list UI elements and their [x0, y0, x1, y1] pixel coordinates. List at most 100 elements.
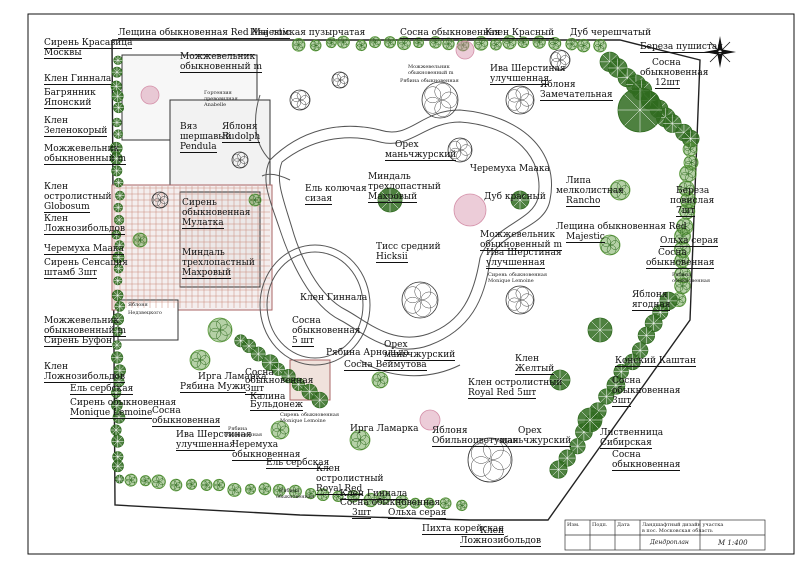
plant-label-klen-ostrolist-royal-a: Клен остролистный	[468, 378, 563, 388]
plant-label-orekh-center-b: маньчжурский	[384, 350, 456, 361]
conifer-symbol	[114, 240, 125, 251]
deciduous-tree-symbol	[200, 479, 213, 491]
plant-label-orekh-center-a: Орех	[384, 340, 408, 350]
conifer-symbol	[110, 424, 122, 436]
deciduous-tree-symbol	[447, 137, 473, 163]
conifer-symbol	[311, 391, 329, 409]
project-line-2: в пос. Московская область	[642, 528, 713, 534]
plant-label-vyaz-b: шершавый	[180, 132, 232, 142]
deciduous-tree-symbol	[336, 35, 350, 49]
deciduous-tree-symbol	[396, 36, 411, 51]
plant-label-orekh-top-a: Орех	[395, 140, 419, 150]
plant-label-klen-zelenokory-b: Зеленокорый	[44, 126, 108, 137]
plant-label-klen-ginnala-left: Клен Гиннала	[44, 74, 112, 85]
conifer-symbol	[113, 102, 125, 114]
plant-label-yablonya-rudolph-a: Яблоня	[222, 122, 258, 132]
deciduous-tree-symbol	[248, 193, 262, 207]
conifer-symbol	[587, 317, 613, 343]
conifer-symbol	[110, 351, 124, 364]
plant-label-small-yablonya-nedz-b: Недзвецкого	[128, 310, 162, 316]
conifer-symbol	[113, 129, 123, 139]
deciduous-tree-symbol	[288, 484, 302, 498]
deciduous-tree-symbol	[421, 81, 459, 119]
deciduous-tree-symbol	[305, 488, 317, 500]
deciduous-tree-symbol	[212, 478, 226, 492]
title-row-label-3: Дата	[617, 522, 630, 528]
conifer-symbol	[113, 263, 124, 274]
conifer-symbol	[111, 313, 125, 326]
deciduous-tree-symbol	[593, 38, 607, 53]
plant-label-leshchina-red-right-a: Лещина обыкновенная Red	[556, 222, 687, 232]
conifer-symbol	[111, 90, 124, 103]
deciduous-tree-symbol	[376, 490, 391, 505]
plant-label-klen-zhelty-b: Желтый	[515, 364, 555, 375]
plant-label-mindal-top-a: Миндаль	[368, 172, 411, 182]
deciduous-tree-symbol	[185, 478, 198, 490]
plant-label-iva-lomkaya: Ива ломкая пузырчатая	[250, 28, 366, 38]
conifer-symbol	[377, 187, 403, 213]
plant-label-konsky-kashtan: Конский Каштан	[615, 356, 696, 367]
deciduous-tree-symbol	[289, 89, 311, 111]
conifer-symbol	[113, 202, 123, 213]
deciduous-tree-symbol	[409, 497, 421, 509]
deciduous-tree-symbol	[673, 241, 691, 259]
title-row-label-2: Подп.	[592, 522, 608, 528]
plant-label-listvennitsa-b: Сибирская	[600, 438, 652, 449]
plant-label-el-kolyuchaya-a: Ель колючая	[305, 184, 367, 194]
plant-label-klen-lozhnozib-low-b: Ложнозибольдов	[44, 372, 126, 383]
plant-label-sosna-3sht-right-c: 3шт	[612, 396, 632, 407]
conifer-symbol	[111, 460, 124, 473]
plant-label-irga-lamarka-top: Ирга Ламарка	[198, 372, 267, 382]
plant-label-sosna-right-low-a: Сосна	[612, 450, 641, 460]
plant-label-yablonya-obil-b: Обильноцветущая	[432, 436, 519, 447]
plant-label-klen-krasny: Клен Красный	[485, 28, 555, 39]
flowering-shrub-symbol	[455, 40, 475, 60]
plant-label-ryabina-arnoldа: Рябина Арнольда	[326, 348, 409, 358]
conifer-symbol	[111, 289, 124, 302]
plant-label-bereza-povislaya-c: 7шт	[676, 206, 696, 217]
flowering-shrub-symbol	[453, 193, 487, 227]
plant-label-small-ryabina-right-b: обыкновенная	[672, 278, 711, 284]
conifer-symbol	[241, 338, 257, 354]
deciduous-tree-symbol	[227, 482, 242, 497]
deciduous-tree-symbol	[207, 317, 233, 343]
deciduous-tree-symbol	[169, 478, 183, 492]
title-block	[564, 519, 766, 551]
conifer-symbol	[111, 434, 125, 448]
plant-label-mindal-left-c: Махровый	[182, 268, 232, 279]
plant-label-listvennitsa-a: Лиственница	[600, 428, 664, 438]
plant-label-sosna-3sht-right-b: обыкновенная	[612, 386, 681, 396]
deciduous-tree-symbol	[132, 232, 148, 248]
plant-label-mozhzh-center-a: Можжевельник	[480, 230, 556, 240]
conifer-symbol	[113, 364, 126, 377]
deciduous-tree-symbol	[429, 36, 442, 49]
plant-label-mozhzh-leftlow-b: обыкновенный m	[44, 326, 126, 337]
garden-paths	[255, 94, 552, 377]
plant-label-sosna-obyk-low-a: Сосна	[152, 406, 181, 416]
plant-label-moskvy: Москвы	[44, 48, 82, 59]
deciduous-tree-symbol	[505, 85, 535, 115]
plant-label-yablonya-obil-a: Яблоня	[432, 426, 468, 436]
plant-label-siren-lemoine-left-a: Сирень обыкновенная	[70, 398, 177, 408]
plant-label-yablonya-rudolph-b: Rudolph	[222, 132, 261, 143]
plant-label-leshchina-red-majestic-top: Лещина обыкновенная Red Majestic	[118, 28, 291, 39]
conifer-symbol	[637, 326, 656, 345]
conifer-symbol	[114, 301, 126, 312]
plant-label-el-serbskaya-low: Ель сербская	[266, 458, 330, 469]
deciduous-tree-symbol	[244, 483, 256, 495]
plant-label-small-siren-lemoine-small-b: Monique Lemoine	[488, 278, 534, 284]
deciduous-tree-symbol	[532, 35, 546, 49]
plant-label-lipa-b: мелколистная	[556, 186, 624, 196]
plant-label-small-siren-lemoine-mid-b: Monique Lemoine	[280, 418, 326, 424]
plant-label-klen-lozhnozib-bottom-a: Клен	[480, 526, 505, 536]
plant-label-sosna-12sht-b: обыкновенная	[640, 68, 709, 78]
plant-label-mindal-left-b: трехлопастный	[182, 258, 255, 268]
plant-label-yablonya-zamech-b: Замечательная	[540, 90, 613, 101]
conifer-symbol	[111, 399, 123, 412]
plant-label-ryabina-muzhi: Рябина Мужи	[180, 382, 247, 393]
plant-label-siren-muzhi-c: Мулатка	[182, 218, 224, 229]
plant-label-mozhzh-left-b: обыкновенный m	[44, 154, 126, 165]
plant-label-klen-ostrolist-low-a: Клен	[316, 464, 341, 474]
flowering-shrub-symbol	[419, 409, 441, 431]
